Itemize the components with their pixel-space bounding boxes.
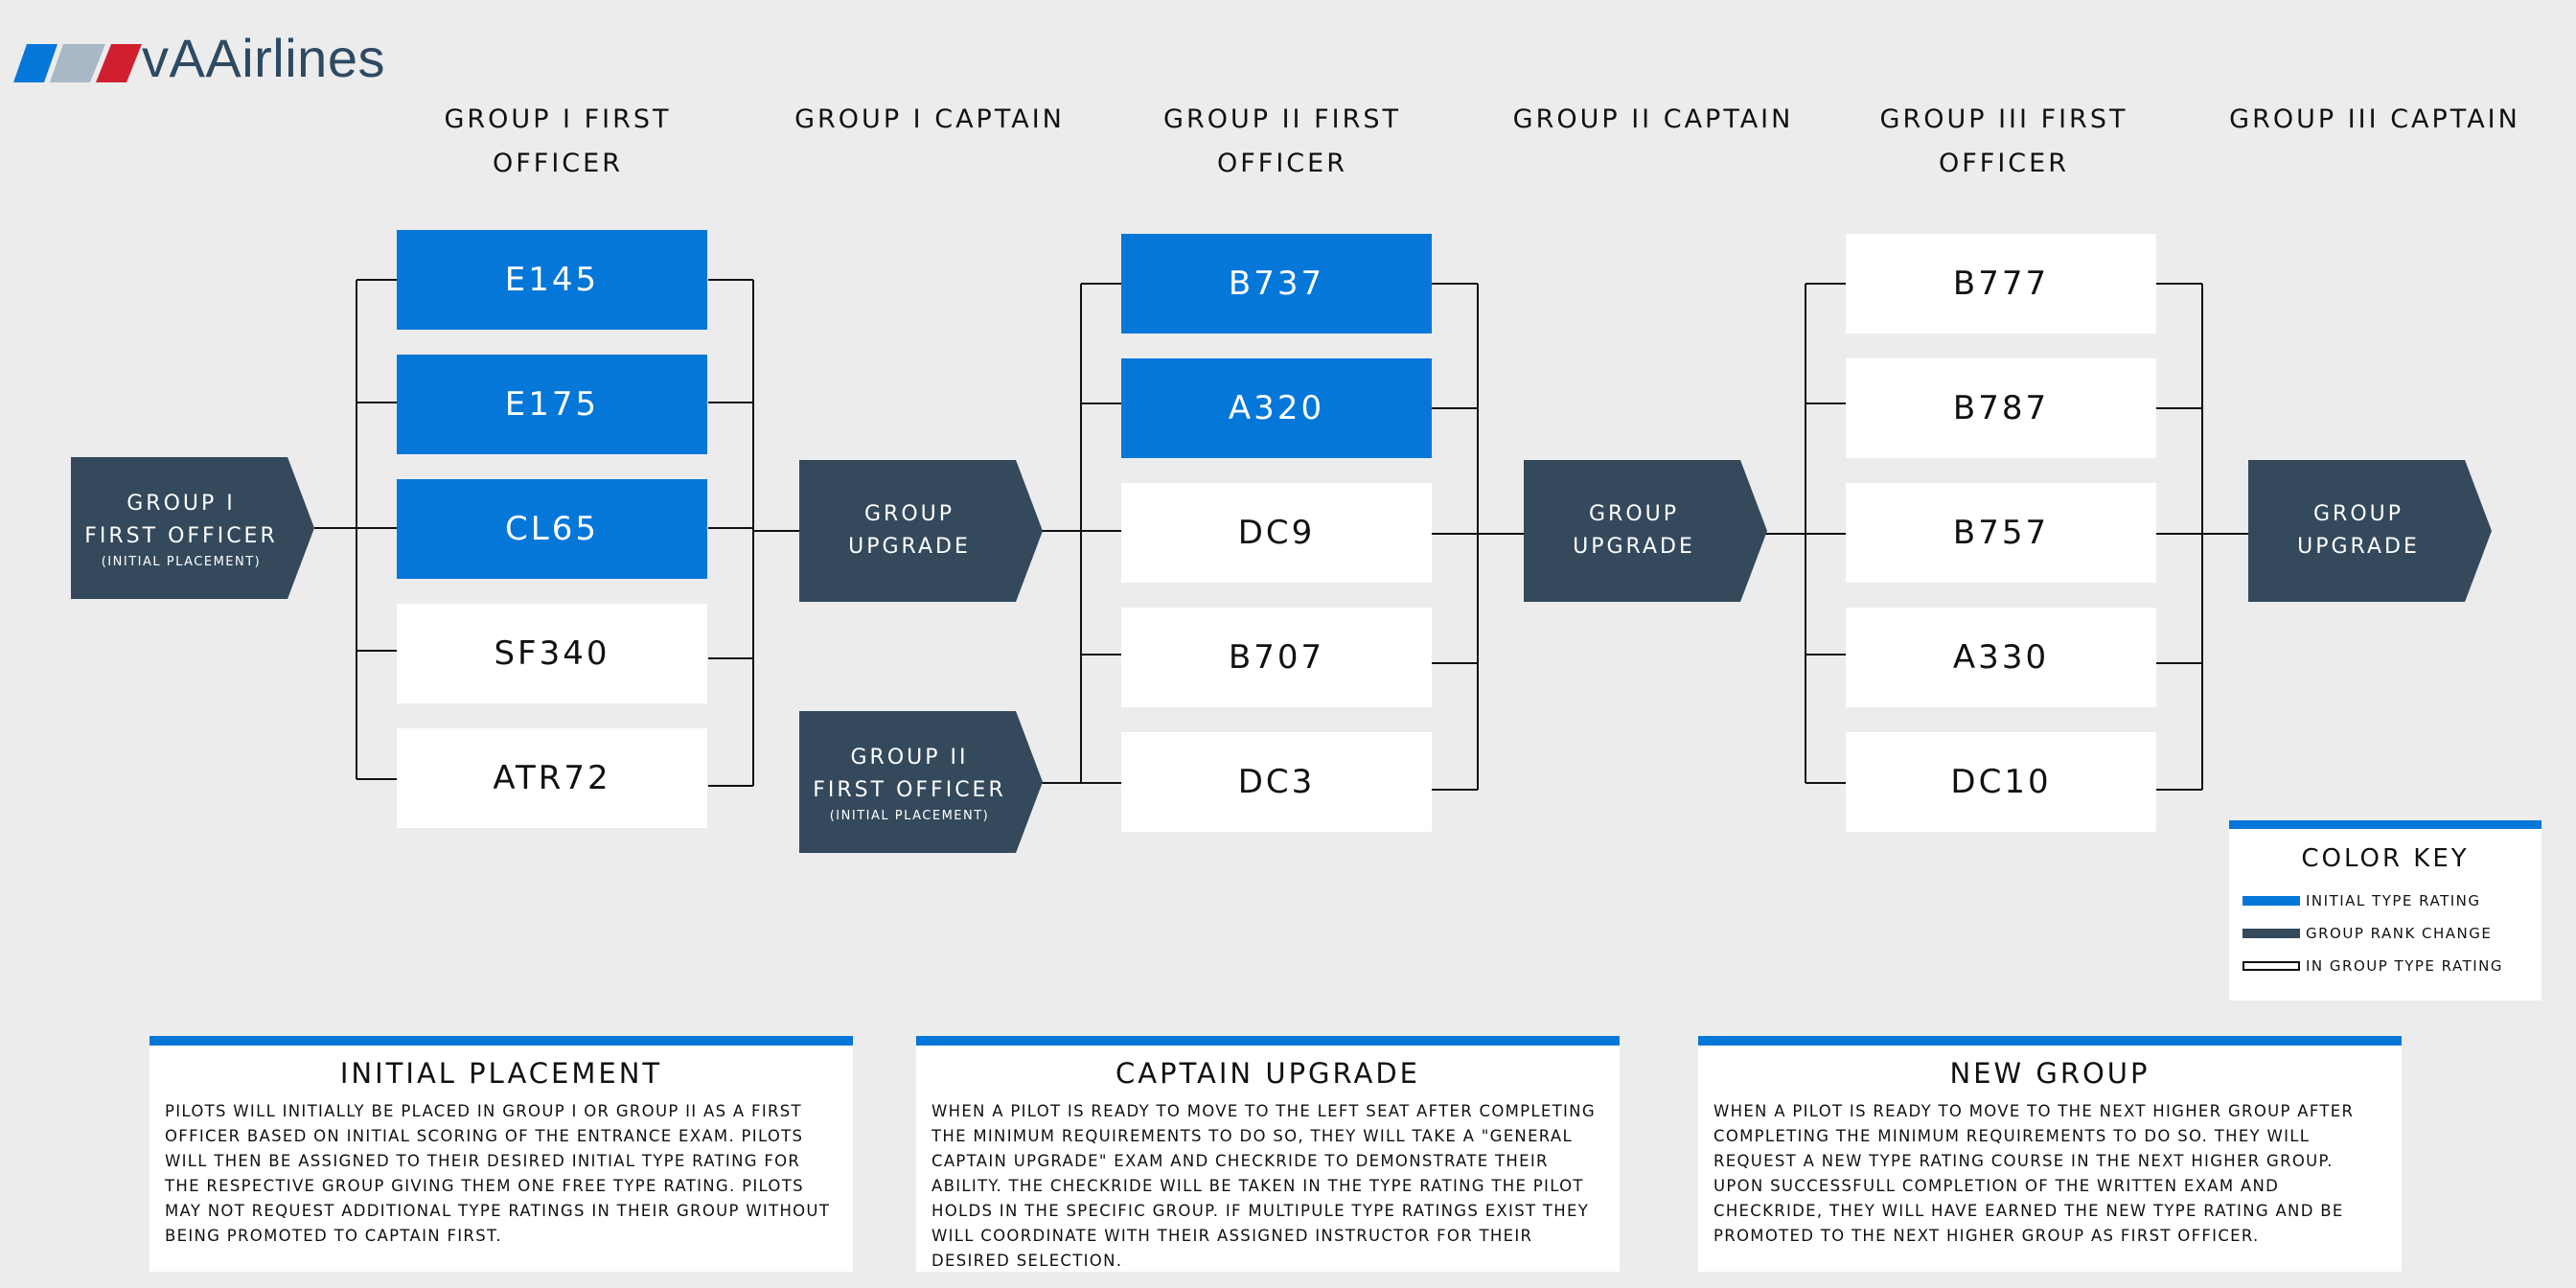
aircraft-e175: E175 bbox=[397, 355, 707, 454]
aircraft-sf340: SF340 bbox=[397, 604, 707, 703]
column-header-group2-captain: GROUP II CAPTAIN bbox=[1512, 104, 1794, 134]
aircraft-b777: B777 bbox=[1846, 234, 2156, 334]
chevron-line2: UPGRADE bbox=[2297, 535, 2420, 559]
logo bbox=[13, 44, 142, 86]
color-key-label: INITIAL TYPE RATING bbox=[2306, 892, 2481, 909]
chevron-group-upgrade-3: GROUP UPGRADE bbox=[2248, 460, 2492, 602]
chevron-group1-first-officer: GROUP I FIRST OFFICER (INITIAL PLACEMENT… bbox=[71, 457, 314, 599]
panel-body: WHEN A PILOT IS READY TO MOVE TO THE LEF… bbox=[932, 1102, 1596, 1270]
color-key-label: GROUP RANK CHANGE bbox=[2306, 925, 2493, 942]
color-key: COLOR KEY INITIAL TYPE RATING GROUP RANK… bbox=[2229, 820, 2542, 1000]
chevron-line2: UPGRADE bbox=[848, 535, 971, 559]
panel-initial-placement: INITIAL PLACEMENT PILOTS WILL INITIALLY … bbox=[150, 1036, 853, 1272]
panel-captain-upgrade: CAPTAIN UPGRADE WHEN A PILOT IS READY TO… bbox=[916, 1036, 1620, 1272]
aircraft-e145: E145 bbox=[397, 230, 707, 330]
chevron-line1: GROUP bbox=[1588, 502, 1680, 526]
swatch-white-icon bbox=[2242, 961, 2300, 971]
logo-text: vAAirlines bbox=[142, 28, 385, 88]
color-key-item-rank-change: GROUP RANK CHANGE bbox=[2242, 917, 2542, 950]
column-header-group3-fo: GROUP III FIRST OFFICER bbox=[1879, 104, 2128, 178]
aircraft-atr72: ATR72 bbox=[397, 728, 707, 828]
color-key-item-initial: INITIAL TYPE RATING bbox=[2242, 885, 2542, 917]
chevron-line2: FIRST OFFICER bbox=[813, 777, 1006, 802]
panel-body: WHEN A PILOT IS READY TO MOVE TO THE NEX… bbox=[1714, 1102, 2355, 1245]
chevron-line1: GROUP bbox=[2312, 502, 2404, 526]
aircraft-b757: B757 bbox=[1846, 483, 2156, 583]
chevron-line1: GROUP I bbox=[126, 491, 236, 516]
panel-body: PILOTS WILL INITIALLY BE PLACED IN GROUP… bbox=[165, 1102, 831, 1245]
aircraft-dc10: DC10 bbox=[1846, 732, 2156, 832]
aircraft-a330: A330 bbox=[1846, 608, 2156, 707]
chevron-note: (INITIAL PLACEMENT) bbox=[101, 554, 262, 569]
panel-new-group: NEW GROUP WHEN A PILOT IS READY TO MOVE … bbox=[1698, 1036, 2402, 1272]
aircraft-b737: B737 bbox=[1121, 234, 1432, 334]
chevron-note: (INITIAL PLACEMENT) bbox=[829, 808, 990, 823]
aircraft-b707: B707 bbox=[1121, 608, 1432, 707]
panel-title: NEW GROUP bbox=[1949, 1057, 2150, 1090]
aircraft-a320: A320 bbox=[1121, 358, 1432, 458]
chevron-group2-first-officer: GROUP II FIRST OFFICER (INITIAL PLACEMEN… bbox=[799, 711, 1043, 853]
panel-title: INITIAL PLACEMENT bbox=[339, 1057, 663, 1090]
column-header-group1-captain: GROUP I CAPTAIN bbox=[794, 104, 1065, 134]
aircraft-dc3: DC3 bbox=[1121, 732, 1432, 832]
logo-stripes-icon bbox=[13, 44, 142, 82]
column-header-group3-captain: GROUP III CAPTAIN bbox=[2229, 104, 2520, 134]
panel-title: CAPTAIN UPGRADE bbox=[1116, 1057, 1420, 1090]
color-key-title: COLOR KEY bbox=[2301, 844, 2470, 873]
column-header-group2-fo: GROUP II FIRST OFFICER bbox=[1163, 104, 1401, 178]
chevron-line1: GROUP II bbox=[850, 745, 969, 770]
chevron-line2: FIRST OFFICER bbox=[84, 523, 278, 548]
swatch-blue-icon bbox=[2242, 896, 2300, 906]
chevron-group-upgrade-1: GROUP UPGRADE bbox=[799, 460, 1043, 602]
swatch-navy-icon bbox=[2242, 929, 2300, 938]
column-header-group1-fo: GROUP I FIRST OFFICER bbox=[444, 104, 672, 178]
chevron-line1: GROUP bbox=[863, 502, 955, 526]
aircraft-dc9: DC9 bbox=[1121, 483, 1432, 583]
aircraft-b787: B787 bbox=[1846, 358, 2156, 458]
color-key-label: IN GROUP TYPE RATING bbox=[2306, 957, 2504, 975]
chevron-group-upgrade-2: GROUP UPGRADE bbox=[1524, 460, 1767, 602]
chevron-line2: UPGRADE bbox=[1573, 535, 1695, 559]
aircraft-cl65: CL65 bbox=[397, 479, 707, 579]
color-key-item-in-group: IN GROUP TYPE RATING bbox=[2242, 950, 2542, 982]
